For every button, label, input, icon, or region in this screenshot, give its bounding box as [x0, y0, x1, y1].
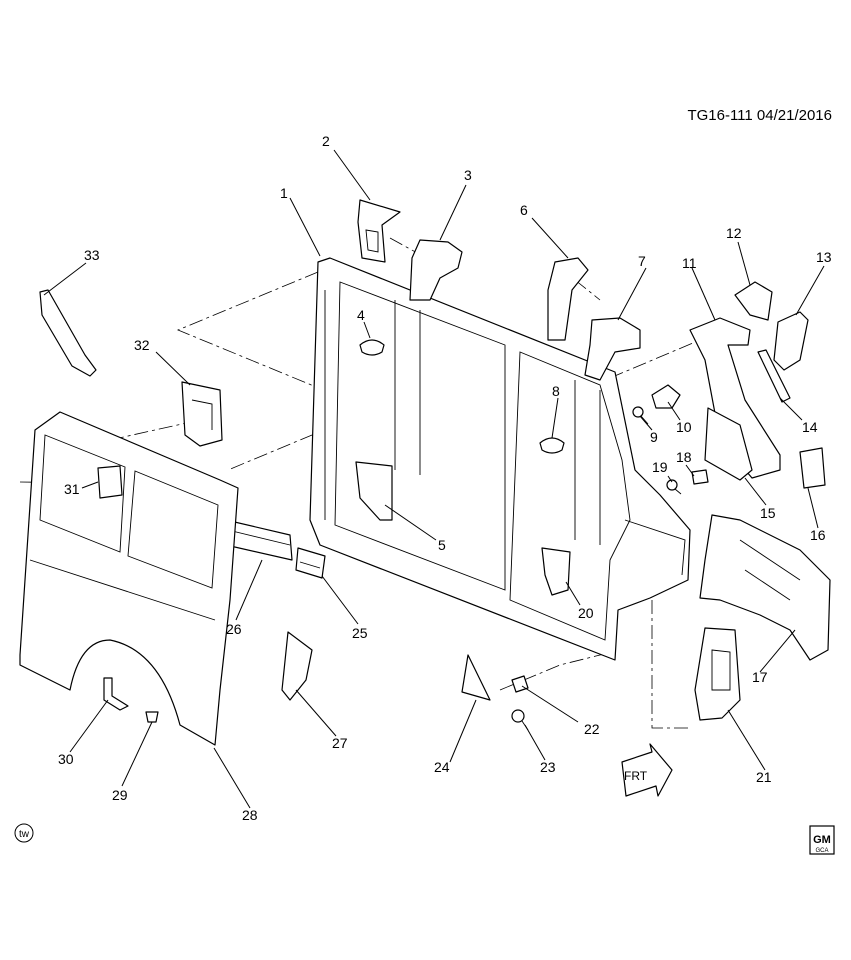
callout-2: 2	[322, 133, 330, 149]
callout-29: 29	[112, 787, 128, 803]
part-29-fastener	[145, 711, 159, 723]
callout-11: 11	[682, 255, 697, 271]
callout-10: 10	[676, 419, 692, 435]
callout-23: 23	[540, 759, 556, 775]
part-16-bracket	[799, 447, 826, 489]
callout-31: 31	[64, 481, 80, 497]
part-15-panel	[704, 407, 753, 481]
gm-logo-text: GM	[813, 834, 831, 846]
callout-9: 9	[650, 429, 658, 445]
part-9-bolt	[632, 406, 649, 425]
part-17-wheelhouse	[699, 514, 831, 661]
tw-watermark: tw	[14, 823, 34, 843]
gm-logo: GM GCA	[809, 825, 835, 855]
callout-25: 25	[352, 625, 368, 641]
tw-watermark-label: tw	[19, 829, 30, 840]
part-19-bolt	[666, 479, 682, 495]
part-21-panel	[694, 627, 741, 721]
callout-8: 8	[552, 383, 560, 399]
part-18-clip	[691, 469, 709, 485]
callout-30: 30	[58, 751, 74, 767]
part-14-strip	[757, 349, 791, 403]
callout-1: 1	[280, 185, 288, 201]
callout-24: 24	[434, 759, 450, 775]
part-12-bracket	[734, 281, 773, 321]
part-26-rail	[225, 519, 293, 561]
callout-33: 33	[84, 247, 100, 263]
callout-27: 27	[332, 735, 348, 751]
leader-lines	[43, 149, 825, 809]
callout-17: 17	[752, 669, 768, 685]
callout-20: 20	[578, 605, 594, 621]
part-2-pillar-upper	[357, 199, 401, 263]
callout-19: 19	[652, 459, 668, 475]
callout-16: 16	[810, 527, 826, 543]
gm-logo-subtext: GCA	[815, 848, 828, 854]
callout-22: 22	[584, 721, 600, 737]
callout-4: 4	[357, 307, 365, 323]
part-27-bracket	[281, 631, 313, 701]
part-4-plug	[359, 339, 385, 356]
part-24-filler	[461, 654, 491, 701]
callout-15: 15	[760, 505, 776, 521]
part-7-pillar-reinforcement	[584, 317, 641, 381]
callout-labels: 1 2 3 4 5 6 7 8 9 10 11 12 13 14 15 16 1…	[58, 133, 832, 823]
callout-6: 6	[520, 202, 528, 218]
callout-21: 21	[756, 769, 772, 785]
callout-12: 12	[726, 225, 742, 241]
callout-3: 3	[464, 167, 472, 183]
callout-7: 7	[638, 253, 646, 269]
callout-14: 14	[802, 419, 818, 435]
part-33-bracket	[39, 289, 97, 377]
document-id: TG16-111 04/21/2016	[687, 107, 832, 124]
part-22-clip	[511, 675, 529, 693]
callout-28: 28	[242, 807, 258, 823]
callout-32: 32	[134, 337, 150, 353]
part-30-bracket	[103, 677, 129, 711]
callout-5: 5	[438, 537, 446, 553]
part-5-bracket	[355, 461, 393, 521]
callout-26: 26	[226, 621, 242, 637]
part-31-bracket	[97, 465, 123, 499]
part-28-outer-side-panel	[19, 411, 239, 746]
front-direction-arrow: FRT	[621, 743, 673, 797]
part-20-bracket	[541, 547, 571, 596]
part-1-body-side-frame	[309, 257, 691, 661]
part-3-pillar-reinforcement	[409, 239, 463, 301]
part-8-plug	[539, 437, 565, 454]
part-32-bracket	[181, 381, 223, 447]
part-25-bracket	[295, 547, 326, 579]
callout-13: 13	[816, 249, 832, 265]
part-10-bracket	[651, 384, 681, 409]
front-arrow-label: FRT	[624, 769, 648, 783]
part-6-pillar-upper	[547, 257, 589, 341]
callout-18: 18	[676, 449, 692, 465]
part-13-bracket	[773, 311, 809, 371]
